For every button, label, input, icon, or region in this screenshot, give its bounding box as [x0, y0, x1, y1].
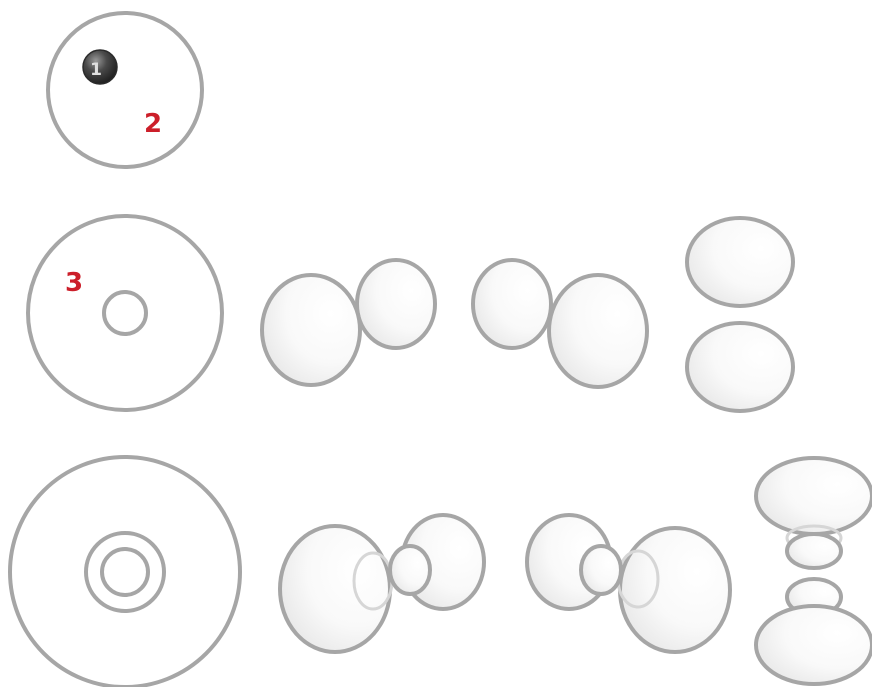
orbital-p-b	[473, 260, 647, 387]
orbital-d-b	[527, 515, 730, 652]
orbital-p-c	[687, 218, 793, 411]
shell-label-2: 2	[144, 109, 162, 139]
electron-label: 1	[90, 60, 102, 80]
orbital-d-c	[756, 458, 872, 684]
orbital-1s	[48, 13, 202, 167]
shell-label-3: 3	[65, 268, 83, 298]
orbital-2s	[28, 216, 222, 410]
electron-dot: 1	[83, 50, 117, 84]
orbital-3s	[10, 457, 240, 687]
orbital-p-a	[262, 260, 435, 385]
orbital-d-a	[280, 515, 484, 652]
